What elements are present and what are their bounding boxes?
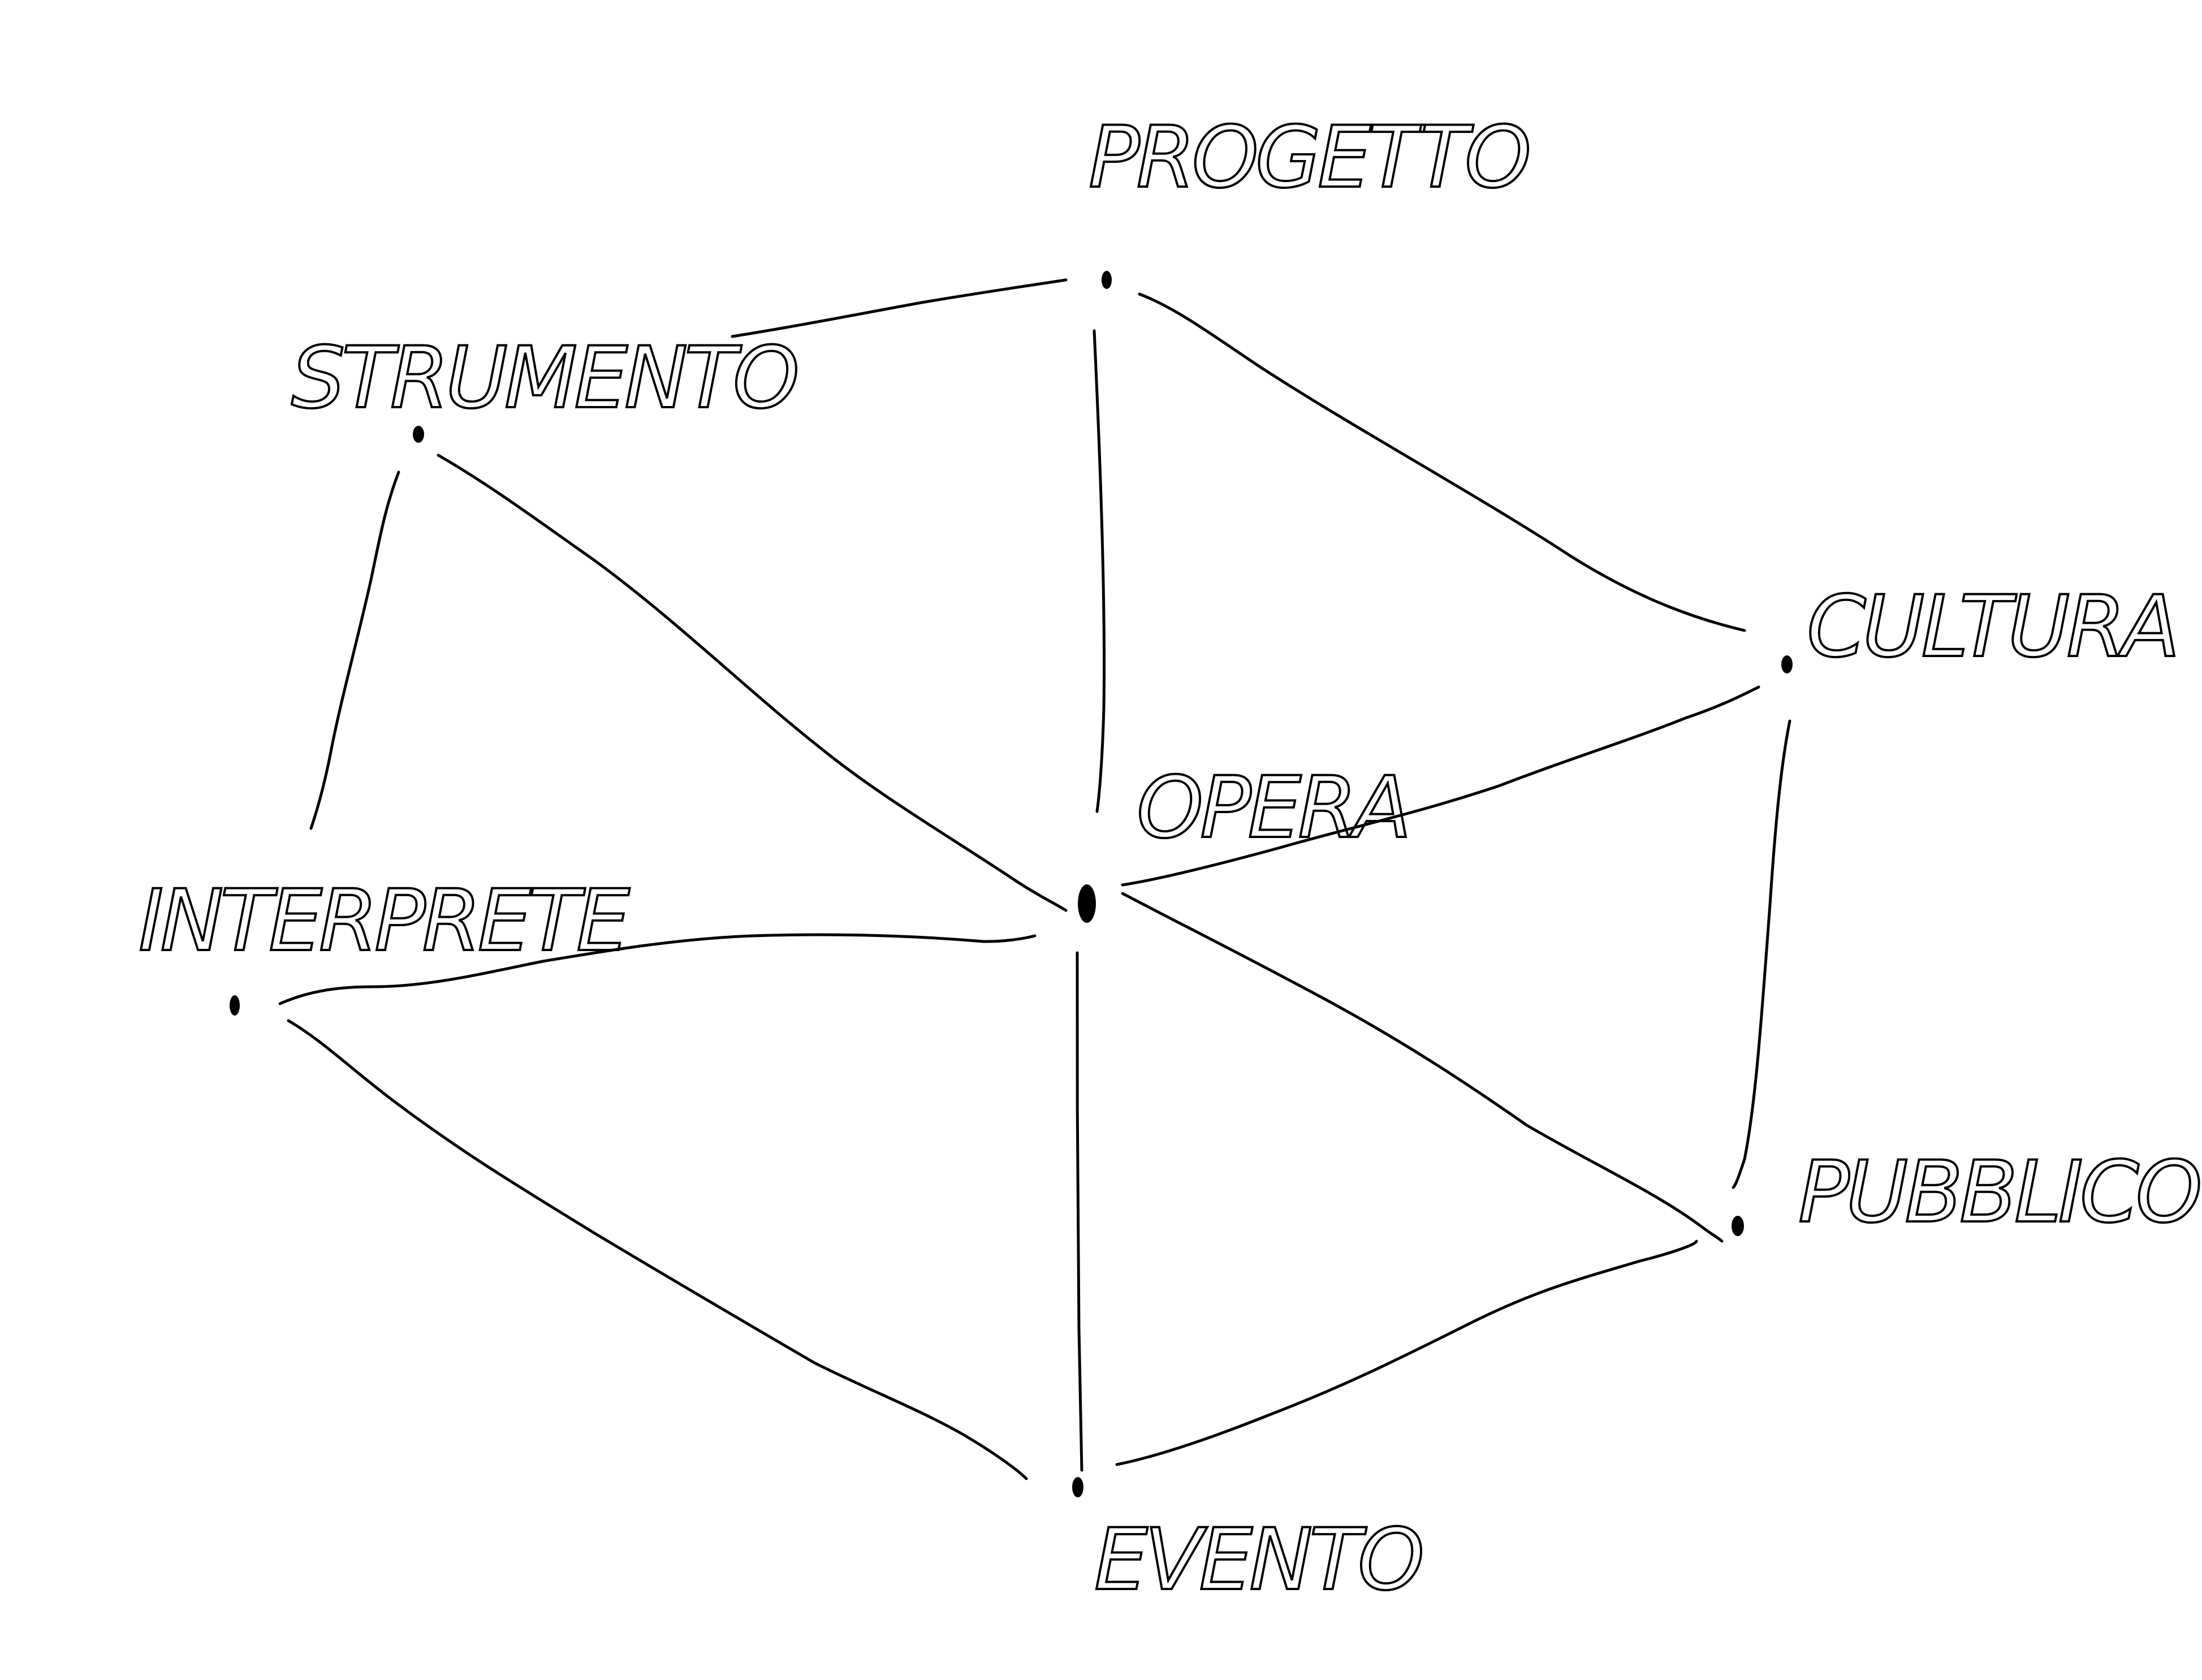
node-label-strumento: STRUMENTO: [291, 329, 797, 427]
node-dots: [230, 271, 1793, 1497]
node-label-progetto: PROGETTO: [1089, 109, 1529, 207]
node-dot-pubblico: [1732, 1216, 1744, 1236]
edge-interprete-opera: [278, 933, 1037, 1005]
edge-strumento-opera: [437, 454, 1068, 912]
node-label-cultura: CULTURA: [1807, 578, 2177, 676]
node-dot-cultura: [1781, 655, 1793, 673]
node-dot-interprete: [230, 995, 240, 1016]
edge-progetto-opera: [1093, 329, 1106, 813]
node-label-evento: EVENTO: [1094, 1511, 1422, 1609]
edge-opera-pubblico: [1121, 892, 1724, 1243]
edge-opera-evento: [1076, 951, 1083, 1472]
node-dot-evento: [1072, 1477, 1083, 1497]
node-dot-strumento: [413, 426, 424, 443]
node-dot-progetto: [1102, 271, 1112, 289]
edge-interprete-evento: [287, 1019, 1028, 1480]
node-label-pubblico: PUBBLICO: [1798, 1143, 2200, 1242]
node-dot-opera: [1078, 884, 1096, 923]
node-labels: PROGETTO STRUMENTO CULTURA OPERA INTERPR…: [137, 107, 2202, 1610]
node-label-opera: OPERA: [1137, 759, 1408, 857]
edge-progetto-cultura: [1138, 292, 1746, 632]
edge-opera-cultura: [1121, 685, 1760, 887]
edge-strumento-interprete: [309, 470, 400, 830]
edge-evento-pubblico: [1115, 1240, 1698, 1466]
edge-cultura-pubblico: [1732, 719, 1791, 1189]
edges: [278, 278, 1791, 1480]
edge-strumento-progetto: [731, 278, 1068, 338]
node-label-interprete: INTERPRETE: [139, 872, 630, 970]
